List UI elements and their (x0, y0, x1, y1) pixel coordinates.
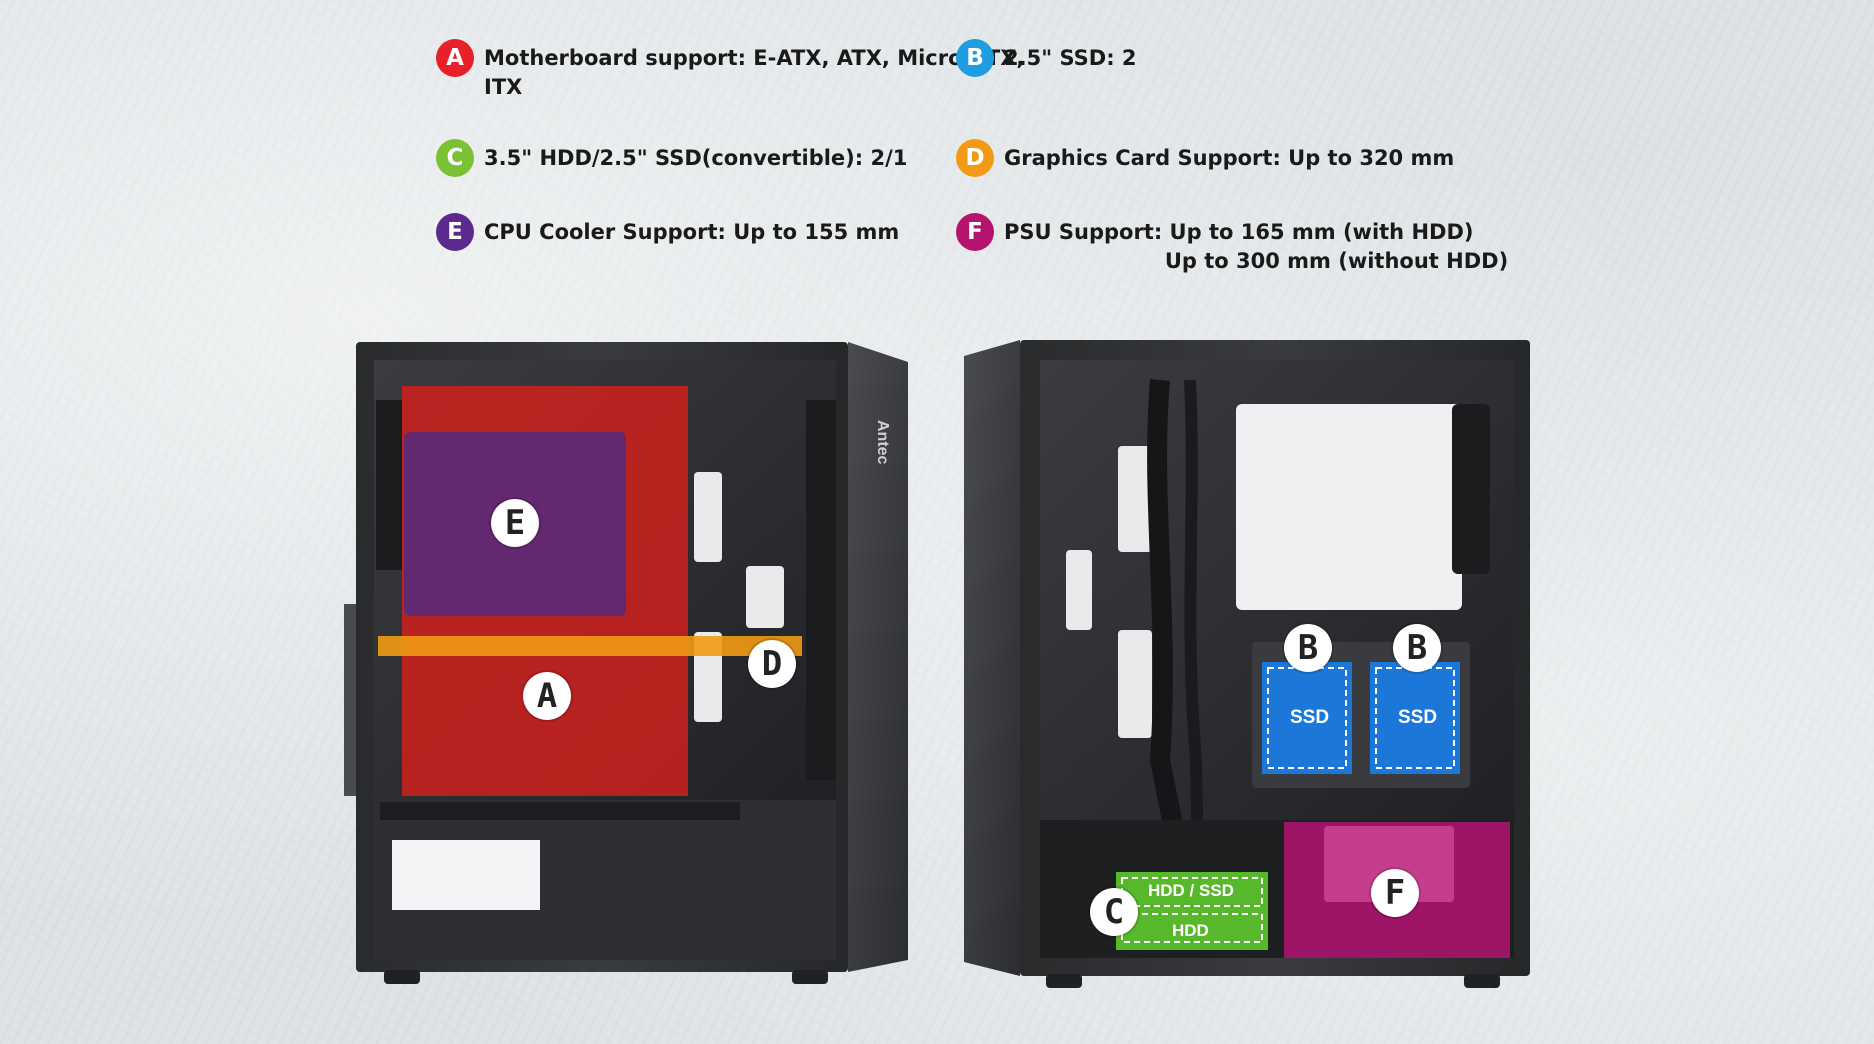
brand-logo: Antec (874, 420, 891, 465)
right-case-cable-hole (1066, 550, 1092, 630)
spec-c: C 3.5" HDD/2.5" SSD(convertible): 2/1 (436, 139, 908, 177)
zone-label-a: A (523, 672, 571, 720)
badge-c: C (436, 139, 474, 177)
left-case-cutout (694, 472, 722, 562)
zone-b-ssd-slot-1 (1262, 662, 1352, 774)
ssd-label-2: SSD (1398, 707, 1438, 728)
spec-d-text: Graphics Card Support: Up to 320 mm (1004, 146, 1455, 170)
zone-label-c: C (1090, 888, 1138, 936)
left-case-front-bezel (848, 342, 908, 972)
hdd-label: HDD (1172, 921, 1209, 940)
zone-label-f: F (1371, 869, 1419, 917)
spec-b-text: 2.5" SSD: 2 (1004, 46, 1137, 70)
right-case-rear-fan (1452, 404, 1490, 574)
spec-f-text: PSU Support: Up to 165 mm (with HDD) Up … (1004, 220, 1509, 273)
left-case-front-fans (806, 400, 836, 780)
spec-b: B 2.5" SSD: 2 (956, 39, 1137, 77)
zone-label-b-2: B (1393, 624, 1441, 672)
badge-a: A (436, 39, 474, 77)
right-case-cpu-cutout (1236, 404, 1462, 610)
zone-c-hdd-cage (1116, 872, 1268, 950)
zone-f-psu-inner (1324, 826, 1454, 902)
left-case-shroud-vent (380, 802, 740, 820)
spec-d: D Graphics Card Support: Up to 320 mm (956, 139, 1455, 177)
spec-c-text: 3.5" HDD/2.5" SSD(convertible): 2/1 (484, 146, 908, 170)
right-case-foot (1046, 974, 1082, 988)
left-case-rear-fan (376, 400, 402, 570)
right-case-cables (1184, 379, 1204, 861)
spec-e: E CPU Cooler Support: Up to 155 mm (436, 213, 900, 251)
right-case-front-bezel (964, 340, 1020, 976)
zone-d-graphics-card (378, 636, 802, 656)
right-case (964, 340, 1530, 988)
zone-b-ssd-slot-2-border (1375, 667, 1455, 769)
right-case-cables (1147, 379, 1190, 862)
spec-e-text: CPU Cooler Support: Up to 155 mm (484, 220, 900, 244)
ssd-label-1: SSD (1290, 707, 1330, 728)
badge-f: F (956, 213, 994, 251)
right-case-foot (1464, 974, 1500, 988)
badge-e: E (436, 213, 474, 251)
right-case-cable-hole (1118, 630, 1152, 738)
left-case-shroud-window (392, 840, 540, 910)
left-case-foot (384, 970, 420, 984)
badge-d: D (956, 139, 994, 177)
zone-label-b-1: B (1284, 624, 1332, 672)
badge-b: B (956, 39, 994, 77)
left-case-cutout (746, 566, 784, 628)
zone-label-e: E (491, 499, 539, 547)
spec-f: F PSU Support: Up to 165 mm (with HDD) U… (956, 213, 1509, 276)
zone-b-ssd-slot-1-border (1267, 667, 1347, 769)
zone-label-d: D (748, 640, 796, 688)
right-case-cable-hole (1118, 446, 1152, 552)
left-case-foot (792, 970, 828, 984)
left-case: Antec (344, 342, 908, 984)
hdd-ssd-label: HDD / SSD (1148, 881, 1234, 900)
zone-b-ssd-slot-2 (1370, 662, 1460, 774)
